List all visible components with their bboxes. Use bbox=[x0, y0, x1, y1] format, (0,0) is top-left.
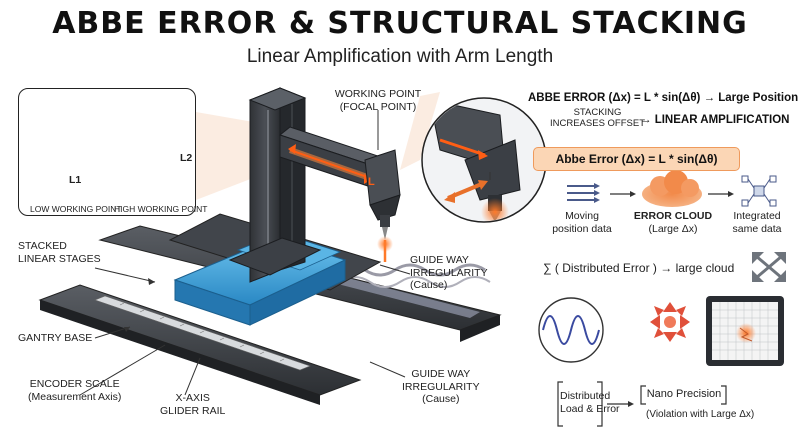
arm-length-label: L bbox=[368, 176, 375, 188]
high-working-point-label: HIGH WORKING POINT bbox=[114, 204, 208, 214]
error-cloud-sub: (Large Δx) bbox=[648, 223, 698, 235]
network-icon bbox=[741, 175, 777, 207]
gantry-base-edge bbox=[40, 300, 320, 405]
divergence-arrows-icon bbox=[650, 302, 690, 342]
encoder-scale bbox=[94, 295, 311, 371]
abbe-error-line: ABBE ERROR (Δx) = L * sin(Δθ) → Large Po… bbox=[528, 92, 800, 104]
nano-precision-label: Nano Precision bbox=[646, 388, 722, 400]
encoder-scale-callout: ENCODER SCALE (Measurement Axis) bbox=[28, 378, 122, 403]
violation-label: (Violation with Large Δx) bbox=[646, 409, 755, 420]
nano-precision-grid bbox=[706, 296, 784, 366]
expand-arrows-icon bbox=[752, 252, 786, 282]
error-cloud-title: ERROR CLOUD bbox=[633, 210, 713, 222]
bracket-arrow bbox=[607, 401, 634, 407]
guide-way-bottom-callout: GUIDE WAY IRREGULARITY (Cause) bbox=[402, 368, 480, 406]
stacking-offset-label: STACKING INCREASES OFFSET bbox=[550, 107, 646, 129]
working-point-inset bbox=[18, 88, 196, 216]
detail-zoom-beam bbox=[400, 92, 440, 170]
moving-position-label: Moving position data bbox=[552, 210, 612, 235]
integrated-data-label: Integrated same data bbox=[732, 210, 782, 235]
distributed-error-sum: ∑ ( Distributed Error ) → large cloud bbox=[543, 261, 735, 275]
flow-arrow-2 bbox=[708, 191, 734, 197]
l2-label: L2 bbox=[180, 152, 193, 164]
abbe-formula-box: Abbe Error (Δx) = L * sin(Δθ) bbox=[533, 147, 740, 171]
linear-amplification-label: → LINEAR AMPLIFICATION bbox=[640, 114, 790, 126]
moving-data-icon bbox=[567, 183, 600, 203]
gantry-base-callout: GANTRY BASE bbox=[18, 332, 93, 344]
spindle-detail-zoom bbox=[421, 97, 547, 223]
flow-arrow-1 bbox=[610, 191, 636, 197]
stacked-stages-callout: STACKED LINEAR STAGES bbox=[18, 240, 101, 265]
guide-way-top-callout: GUIDE WAY IRREGULARITY (Cause) bbox=[410, 254, 488, 292]
page-subtitle: Linear Amplification with Arm Length bbox=[246, 46, 554, 67]
l1-label: L1 bbox=[69, 174, 82, 186]
low-working-point-label: LOW WORKING POINT bbox=[30, 204, 122, 214]
working-point-callout: WORKING POINT (FOCAL POINT) bbox=[334, 88, 422, 113]
error-cloud-icon bbox=[642, 170, 702, 207]
x-axis-glider-callout: X-AXIS GLIDER RAIL bbox=[160, 392, 226, 417]
distributed-load-label: Distributed Load & Error bbox=[560, 390, 620, 416]
page-title: ABBE ERROR & STRUCTURAL STACKING bbox=[52, 6, 748, 41]
distributed-brackets bbox=[557, 381, 727, 427]
sine-wave-icon bbox=[538, 297, 604, 363]
